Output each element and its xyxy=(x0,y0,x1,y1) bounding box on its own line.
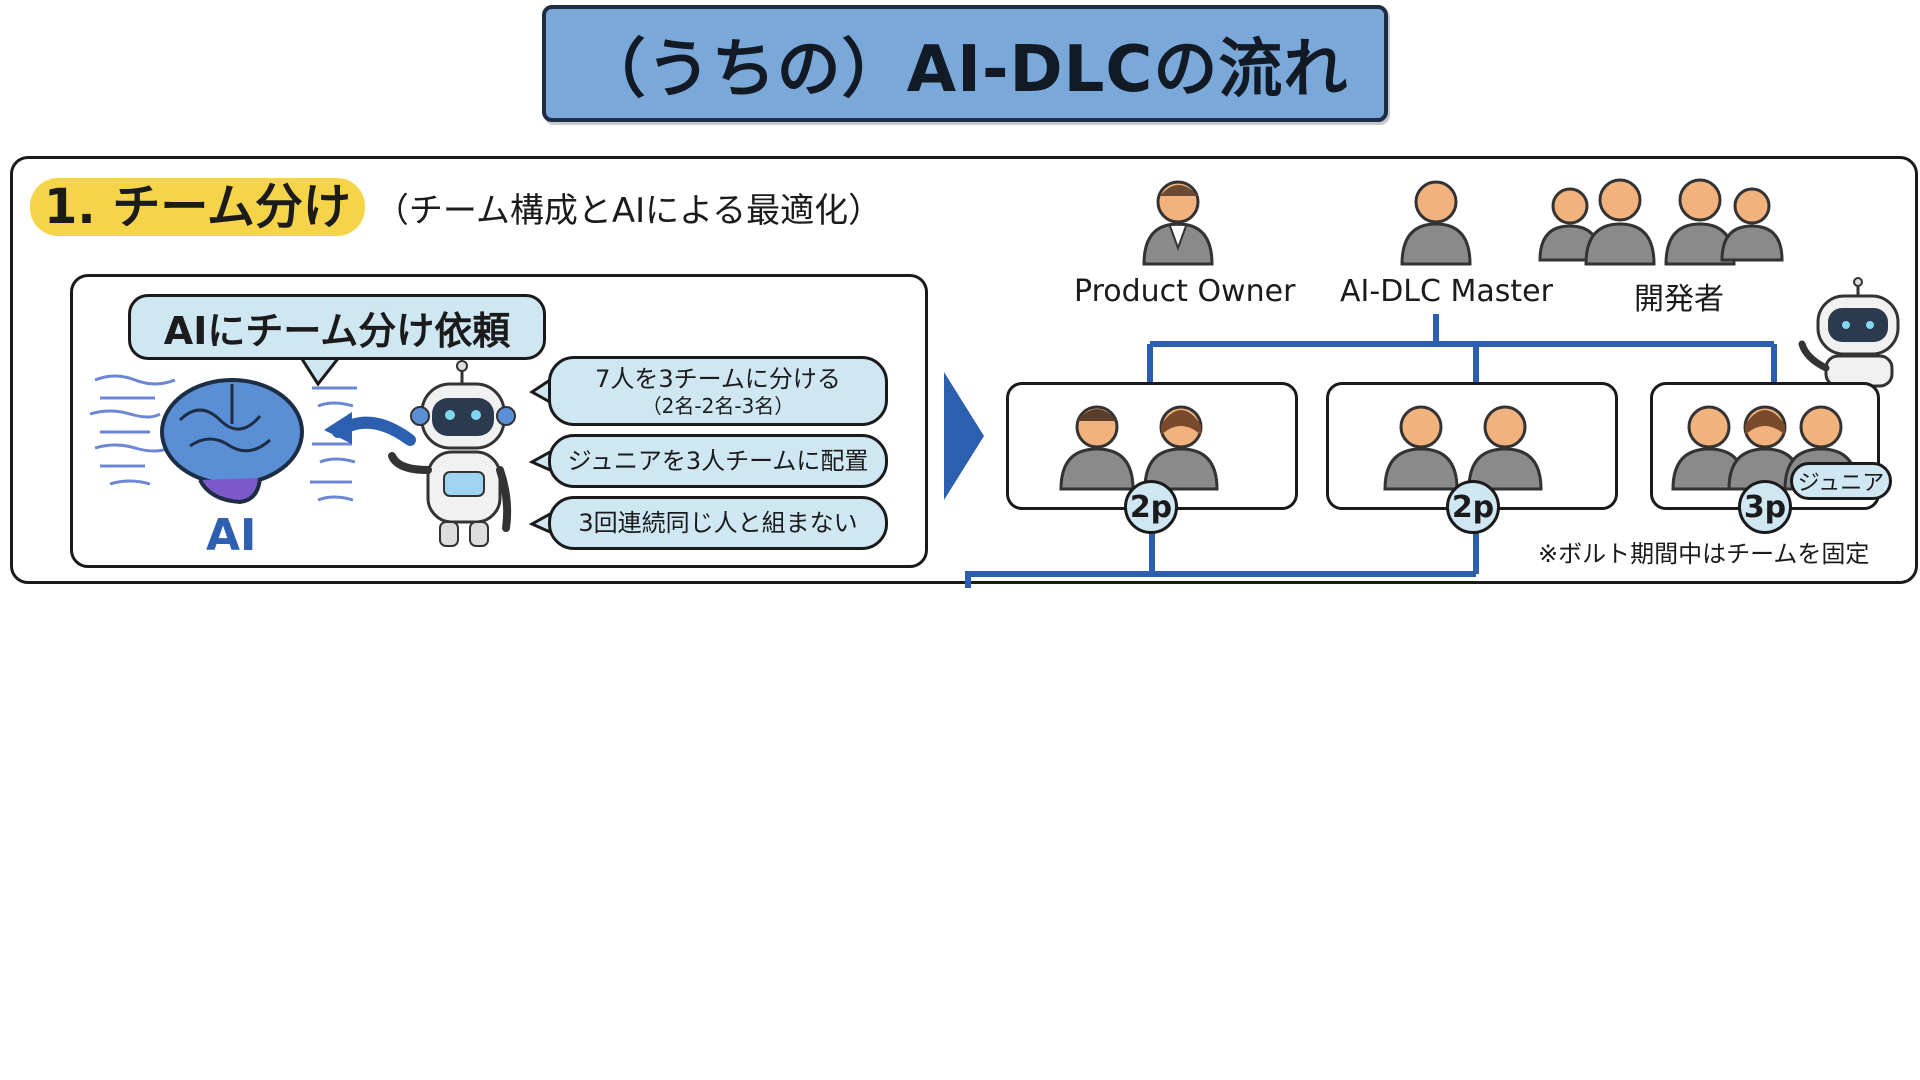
junior-tag: ジュニア xyxy=(1790,462,1892,500)
team-fixed-note: ※ボルト期間中はチームを固定 xyxy=(1538,540,1870,568)
connector-lines xyxy=(965,314,1777,588)
condition-subtext: （2名-2名-3名） xyxy=(641,394,795,418)
section-subtitle: （チーム構成とAIによる最適化） xyxy=(374,190,883,231)
robot-icon xyxy=(1798,277,1900,388)
title-banner: （うちの）AI-DLCの流れ xyxy=(542,5,1388,122)
team-members-icon xyxy=(1383,405,1543,491)
person-icon xyxy=(1400,180,1472,266)
arrow-head-icon xyxy=(324,412,352,444)
condition-bubble: 3回連続同じ人と組まない xyxy=(548,496,888,550)
ai-request-label: AIにチーム分け依頼 xyxy=(128,294,546,360)
condition-bubble: 7人を3チームに分ける （2名-2名-3名） xyxy=(548,356,888,426)
page-title: （うちの）AI-DLCの流れ xyxy=(581,32,1349,107)
condition-text: ジュニアを3人チームに配置 xyxy=(567,447,869,475)
signal-lines-icon xyxy=(89,374,357,502)
speech-tail-icon xyxy=(297,354,344,387)
section-heading: 1. チーム分け （チーム構成とAIによる最適化） xyxy=(30,178,882,236)
master-label: AI-DLC Master xyxy=(1340,274,1553,309)
team-members-icon xyxy=(1059,405,1219,491)
condition-text: 3回連続同じ人と組まない xyxy=(578,509,858,537)
robot-icon xyxy=(388,360,516,547)
condition-text: 7人を3チームに分ける xyxy=(595,365,841,393)
condition-bubble: ジュニアを3人チームに配置 xyxy=(548,434,888,488)
team-size-badge: 3p xyxy=(1738,480,1792,534)
product-owner-label: Product Owner xyxy=(1074,274,1296,309)
flow-arrow-icon xyxy=(944,372,984,500)
developers-label: 開発者 xyxy=(1634,282,1724,317)
team-size-badge: 2p xyxy=(1446,480,1500,534)
developers-group-icon xyxy=(1538,178,1784,266)
person-icon xyxy=(1142,180,1214,266)
ai-label: AI xyxy=(206,510,257,561)
section-title: 1. チーム分け xyxy=(30,178,365,236)
brain-icon xyxy=(160,378,304,505)
team-size-badge: 2p xyxy=(1124,480,1178,534)
